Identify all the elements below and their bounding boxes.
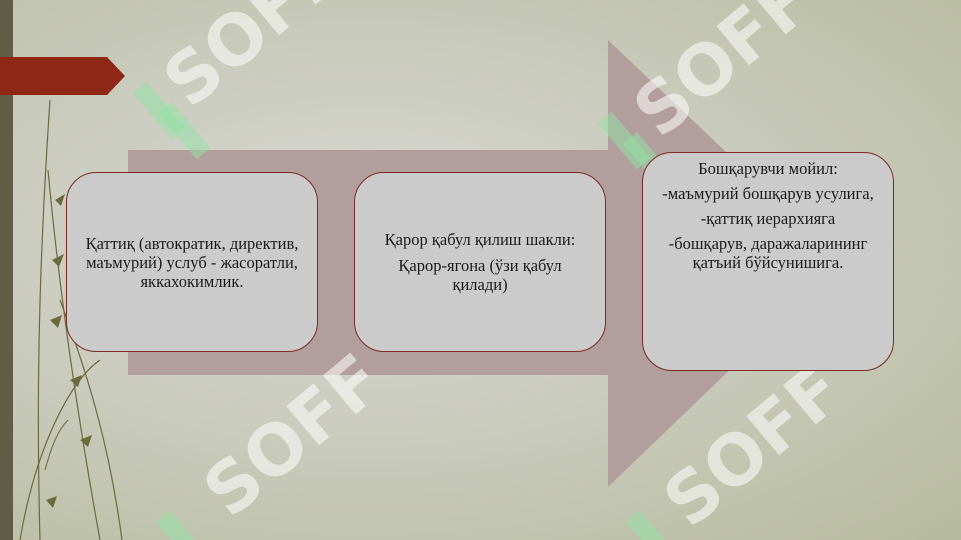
step-2-text: Қарор-ягона (ўзи қабул қилади) xyxy=(398,256,562,294)
step-3-item-1: -маъмурий бошқарув усулига, xyxy=(662,184,874,203)
step-2-title: Қарор қабул қилиш шакли: xyxy=(384,230,576,249)
step-3-title: Бошқарувчи мойил: xyxy=(698,159,838,178)
step-1-text: Қаттиқ (автократик, директив, маъмурий) … xyxy=(85,233,299,291)
step-box-3: Бошқарувчи мойил: -маъмурий бошқарув усу… xyxy=(642,152,894,371)
step-box-1: Қаттиқ (автократик, директив, маъмурий) … xyxy=(66,172,318,352)
step-box-2: Қарор қабул қилиш шакли: Қарор-ягона (ўз… xyxy=(354,172,606,352)
step-3-item-3: -бошқарув, даражаларининг қатъий бўйсуни… xyxy=(668,234,868,272)
red-tab-shape xyxy=(0,57,125,95)
step-3-item-2: -қаттиқ иерархияга xyxy=(700,209,836,228)
left-accent-bar xyxy=(0,0,13,540)
